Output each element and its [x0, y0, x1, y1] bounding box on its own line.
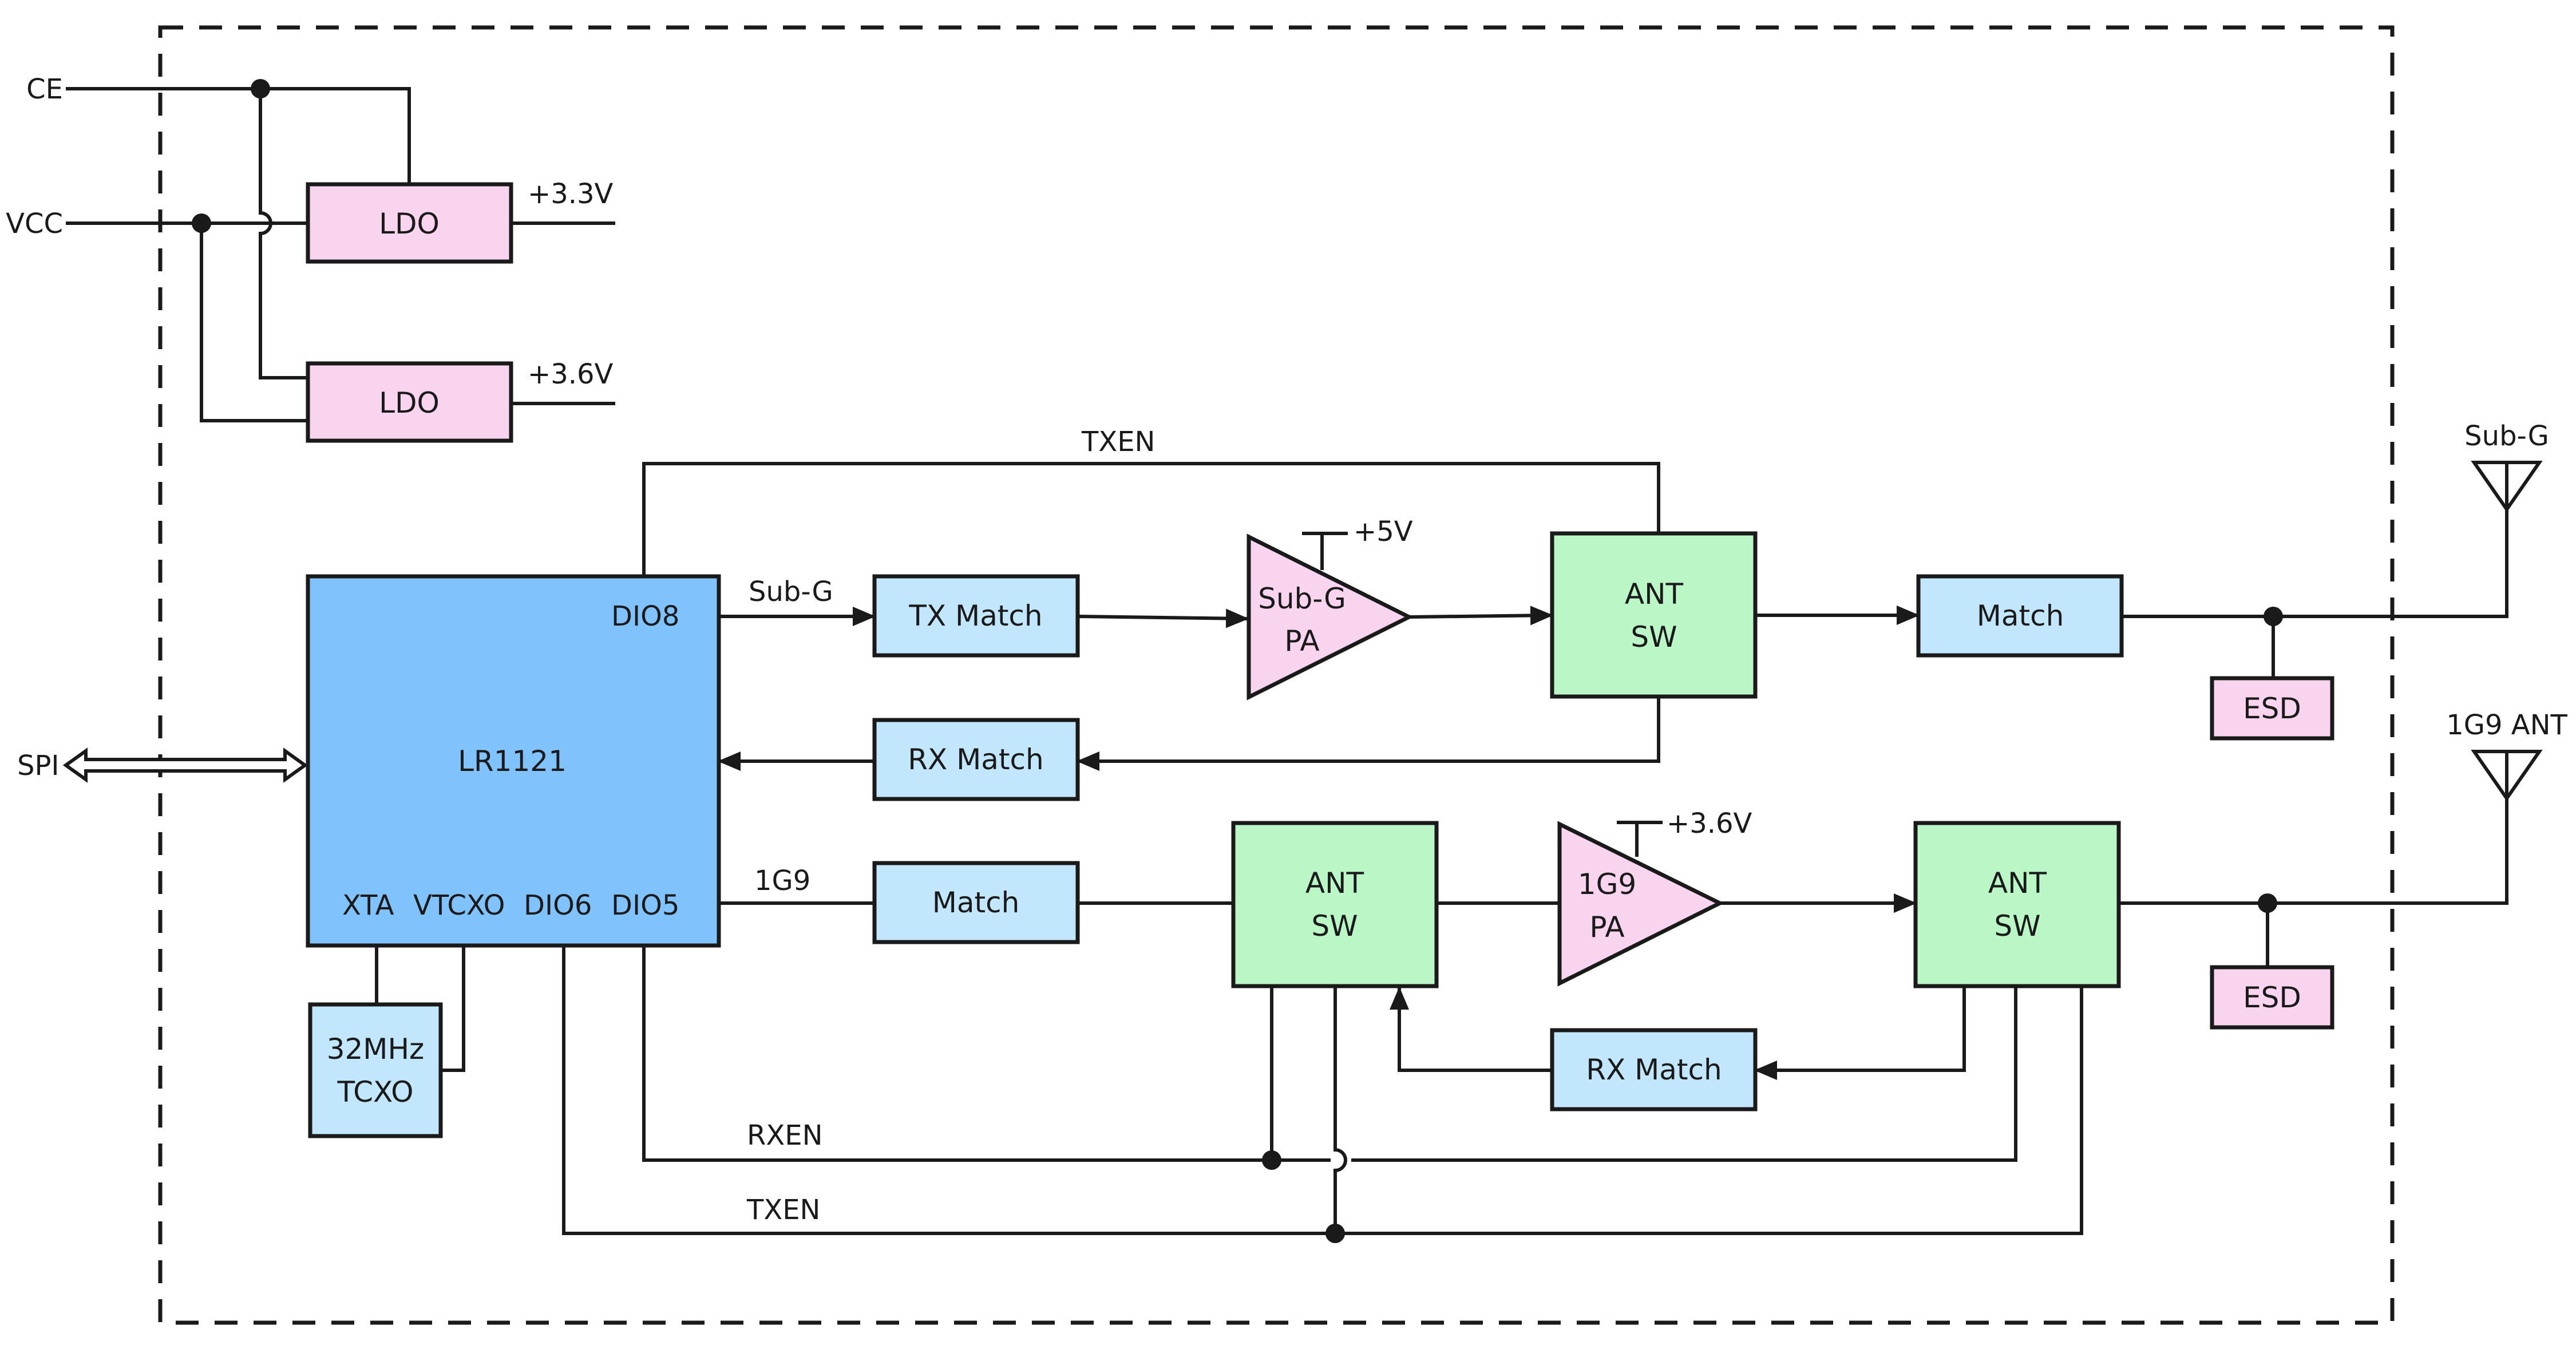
tcxo-block [308, 1002, 443, 1138]
pin-xta-label: XTA [342, 889, 394, 921]
subg-txen-label: TXEN [1081, 426, 1155, 458]
subg-ant-sw-block [1550, 531, 1758, 699]
subg-esd-label: ESD [2243, 692, 2301, 725]
rxen-junction-dot [1262, 1150, 1281, 1170]
spi-pin-label: SPI [17, 750, 60, 782]
g19-path: 1G9 Match ANT SW +3.6V 1G9 PA ANT SW ESD… [562, 709, 2567, 1243]
subg-path: TXEN Sub-G TX Match +5V Sub-G PA ANT SW … [642, 420, 2549, 801]
output-3v6-label: +3.6V [528, 358, 614, 390]
pin-dio8-label: DIO8 [611, 600, 679, 632]
spi-double-arrow [62, 747, 308, 783]
g19-pa-triangle [1557, 821, 1724, 987]
g19-ant-sw1-line2: SW [1311, 909, 1358, 943]
g19-ant-sw2-line1: ANT [1988, 867, 2047, 900]
lr1121-name: LR1121 [458, 745, 567, 778]
g19-ant-sw2-line2: SW [1994, 909, 2040, 943]
txen-junction-dot [1325, 1224, 1345, 1243]
pin-vtcxo-label: VTCXO [413, 889, 505, 921]
lr1121-chip: LR1121 DIO8 XTA VTCXO DIO6 DIO5 [306, 574, 721, 948]
power-section: CE VCC LDO LDO +3.3V +3.6V [6, 73, 615, 443]
subg-signal-label: Sub-G [749, 576, 833, 608]
subg-pa-supply-label: +5V [1354, 516, 1413, 548]
g19-pa-line1: 1G9 [1578, 868, 1636, 901]
g19-esd-label: ESD [2243, 981, 2301, 1014]
subg-match-label: Match [1977, 599, 2064, 632]
g19-antenna-label: 1G9 ANT [2446, 709, 2567, 741]
g19-signal-label: 1G9 [754, 865, 810, 897]
pin-dio5-label: DIO5 [611, 889, 679, 921]
subg-ant-sw-line1: ANT [1625, 577, 1684, 611]
vcc-pin-label: VCC [6, 208, 63, 240]
g19-esd-block [2210, 965, 2334, 1030]
subg-pa-line1: Sub-G [1258, 582, 1346, 615]
g19-match-label: Match [932, 886, 1020, 919]
g19-pa-supply-label: +3.6V [1667, 808, 1752, 840]
g19-txen-label: TXEN [746, 1194, 820, 1226]
g19-ant-sw1-block [1231, 821, 1439, 988]
tx-match-label: TX Match [908, 599, 1042, 632]
subg-rx-match-label: RX Match [908, 743, 1043, 776]
output-3v3-label: +3.3V [528, 178, 614, 210]
subg-match-block [1916, 574, 2124, 658]
g19-rx-match-label: RX Match [1586, 1053, 1722, 1086]
spi-interface: SPI [17, 747, 308, 783]
tcxo-line1: 32MHz [327, 1032, 425, 1066]
vcc-junction-dot [192, 213, 211, 233]
subg-esd-block [2210, 676, 2334, 741]
ldo-block-2 [306, 361, 513, 443]
subg-antenna-label: Sub-G [2464, 420, 2549, 452]
subg-ant-sw-line2: SW [1631, 620, 1677, 654]
g19-ant-sw2-block [1913, 821, 2121, 988]
tcxo-line2: TCXO [337, 1075, 414, 1109]
g19-pa-line2: PA [1589, 911, 1624, 944]
g19-ant-sw1-line1: ANT [1305, 867, 1364, 900]
ldo-block-1 [306, 182, 513, 264]
ce-pin-label: CE [26, 73, 63, 105]
pin-dio6-label: DIO6 [524, 889, 592, 921]
g19-rxen-label: RXEN [747, 1119, 822, 1152]
lr1121-block [306, 574, 721, 948]
tx-match-block [872, 574, 1080, 658]
subg-pa-triangle [1247, 533, 1414, 701]
subg-pa-line2: PA [1284, 624, 1319, 658]
ldo-block-2-label: LDO [379, 386, 440, 420]
ce-junction-dot [251, 79, 270, 98]
tcxo-section: 32MHz TCXO [308, 946, 465, 1138]
ldo-block-1-label: LDO [379, 207, 440, 240]
module-boundary [158, 25, 2395, 1325]
